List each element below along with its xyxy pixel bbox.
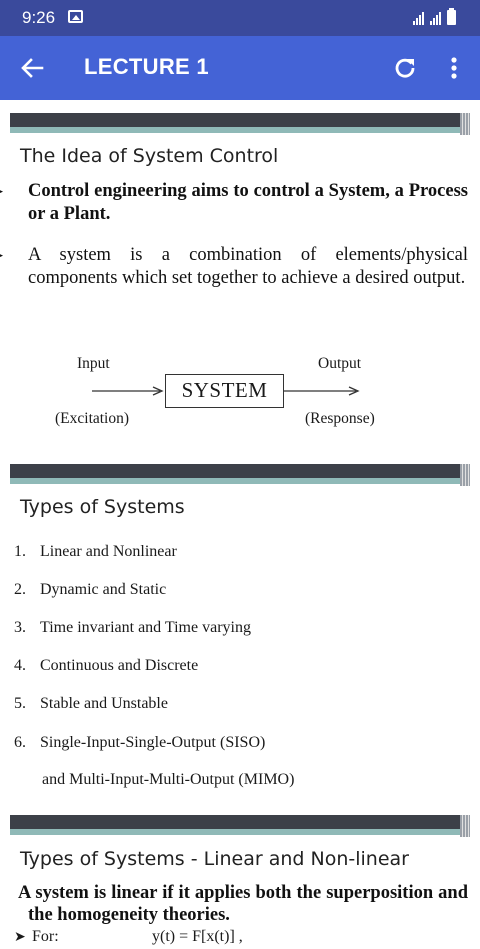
- list-item: 5. Stable and Unstable: [14, 695, 168, 713]
- arrowhead-bullet-icon: ➤: [14, 929, 26, 945]
- page-title: LECTURE 1: [84, 54, 209, 79]
- refresh-icon: [395, 58, 415, 78]
- list-text: Continuous and Discrete: [40, 657, 199, 674]
- output-arrowhead-icon: [348, 386, 360, 396]
- gallery-notification-icon: [68, 10, 83, 23]
- for-label: For:: [32, 928, 59, 945]
- battery-icon: [447, 8, 456, 25]
- status-time: 9:26: [22, 8, 56, 27]
- list-item: 3. Time invariant and Time varying: [14, 619, 251, 637]
- more-options-button[interactable]: [440, 52, 468, 84]
- bullet-text: A system is a combination of elements/ph…: [28, 245, 468, 288]
- list-number: 3.: [14, 619, 26, 636]
- arrow-left-icon: [21, 58, 44, 78]
- list-number: 4.: [14, 657, 26, 674]
- list-number: 2.: [14, 581, 26, 598]
- more-vertical-icon: [451, 57, 457, 79]
- input-arrowhead-icon: [152, 386, 164, 396]
- formula-row: ➤ For: y(t) = F[x(t)] ,: [14, 928, 243, 946]
- app-bar: LECTURE 1: [0, 36, 480, 100]
- arrowhead-bullet-icon: ➤: [0, 181, 28, 203]
- diagram-input-sublabel: (Excitation): [55, 410, 130, 427]
- slide-heading: Types of Systems - Linear and Non-linear: [20, 848, 409, 870]
- diagram-output-label: Output: [318, 355, 362, 372]
- bullet-text: Control engineering aims to control a Sy…: [28, 181, 468, 224]
- list-text: Time invariant and Time varying: [40, 619, 251, 636]
- slide-header-bar: [10, 113, 470, 137]
- list-number: 5.: [14, 695, 26, 712]
- list-text: Linear and Nonlinear: [40, 543, 177, 560]
- list-number: 1.: [14, 543, 26, 560]
- list-item: 1. Linear and Nonlinear: [14, 543, 177, 561]
- diagram-output-sublabel: (Response): [305, 410, 375, 427]
- arrowhead-bullet-icon: ➤: [0, 245, 28, 267]
- list-text: Single-Input-Single-Output (SISO): [40, 734, 266, 751]
- list-item: 2. Dynamic and Static: [14, 581, 166, 599]
- formula-text: y(t) = F[x(t)] ,: [152, 928, 243, 945]
- list-number: 6.: [14, 734, 26, 751]
- list-item: 6. Single-Input-Single-Output (SISO): [14, 734, 265, 752]
- slide-heading: The Idea of System Control: [20, 145, 279, 167]
- back-button[interactable]: [16, 52, 48, 84]
- refresh-button[interactable]: [389, 52, 421, 84]
- bullet-paragraph: A system is linear if it applies both th…: [18, 883, 468, 925]
- list-item: 4. Continuous and Discrete: [14, 657, 198, 675]
- list-text: Stable and Unstable: [40, 695, 168, 712]
- bullet-paragraph: ➤A system is a combination of elements/p…: [0, 244, 468, 289]
- list-text: Dynamic and Static: [40, 581, 167, 598]
- signal-strength-2-icon: [430, 11, 441, 25]
- system-block: SYSTEM: [165, 374, 284, 408]
- status-bar: 9:26: [0, 0, 480, 36]
- list-item-continuation: and Multi-Input-Multi-Output (MIMO): [42, 771, 295, 788]
- slide-header-bar: [10, 464, 470, 488]
- signal-strength-icon: [413, 11, 424, 25]
- diagram-input-label: Input: [77, 355, 110, 372]
- status-indicators: [413, 8, 456, 25]
- slide-header-bar: [10, 815, 470, 839]
- bullet-paragraph: ➤Control engineering aims to control a S…: [0, 180, 468, 225]
- slide-heading: Types of Systems: [20, 496, 185, 518]
